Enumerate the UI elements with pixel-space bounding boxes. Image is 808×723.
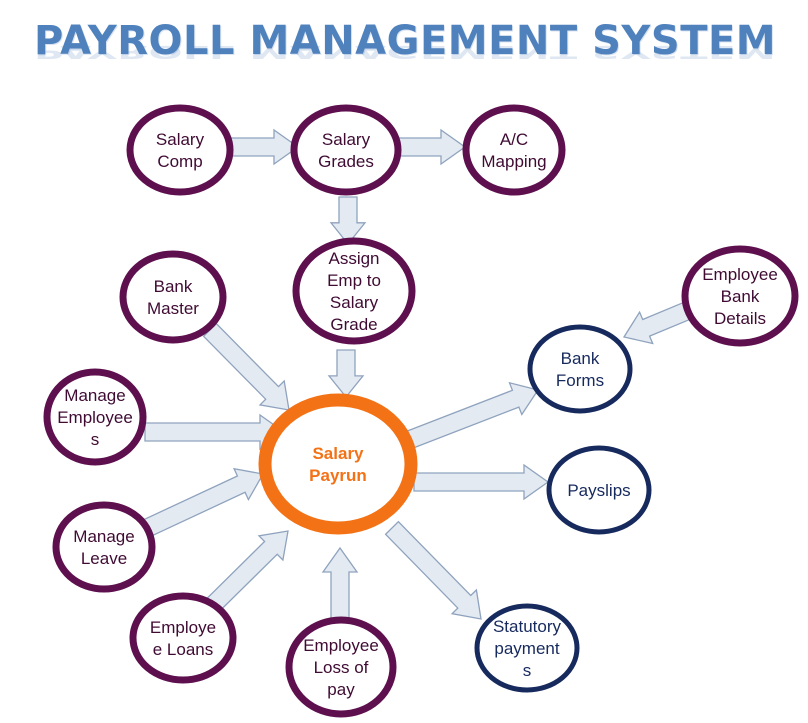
arrow-salary-grades-to-assign-emp bbox=[329, 196, 367, 246]
node-employee-loans: Employe e Loans bbox=[129, 592, 237, 684]
node-label-salary-payrun-line-0: Salary bbox=[312, 444, 364, 463]
node-payslips: Payslips bbox=[546, 445, 652, 535]
arrow-salary-payrun-to-statutory-payments bbox=[384, 520, 482, 620]
arrow-manage-leave-to-salary-payrun bbox=[138, 467, 265, 540]
node-ring-statutory-payments bbox=[474, 603, 580, 693]
node-label-bank-master-line-1: Master bbox=[147, 299, 199, 318]
node-ring-assign-emp bbox=[292, 237, 416, 345]
node-label-employee-loans-line-0: Employe bbox=[150, 618, 216, 637]
node-label-ac-mapping-line-1: Mapping bbox=[481, 152, 546, 171]
node-label-manage-employees-line-1: Employee bbox=[57, 408, 133, 427]
node-label-assign-emp-line-0: Assign bbox=[328, 249, 379, 268]
arrow-salary-grades-to-ac-mapping bbox=[397, 128, 467, 166]
node-label-employee-bank-details-line-0: Employee bbox=[702, 265, 778, 284]
node-label-bank-forms-line-1: Forms bbox=[556, 371, 604, 390]
node-label-assign-emp-line-3: Grade bbox=[330, 315, 377, 334]
node-label-statutory-payments-line-2: s bbox=[523, 661, 532, 680]
node-label-employee-loss-of-pay-line-2: pay bbox=[327, 680, 355, 699]
node-ring-manage-leave bbox=[52, 501, 156, 593]
arrow-manage-employees-to-salary-payrun bbox=[144, 413, 286, 451]
node-ring-salary-payrun bbox=[258, 393, 418, 535]
node-label-manage-employees-line-0: Manage bbox=[64, 386, 125, 405]
arrow-bank-master-to-salary-payrun bbox=[202, 322, 290, 411]
arrow-employee-bank-details-to-bank-forms bbox=[622, 300, 694, 345]
arrow-assign-emp-to-salary-payrun bbox=[327, 349, 365, 399]
arrow-salary-payrun-to-payslips bbox=[413, 463, 550, 501]
node-label-statutory-payments-line-1: payment bbox=[494, 639, 559, 658]
node-ring-employee-loans bbox=[129, 592, 237, 684]
node-statutory-payments: Statutory payment s bbox=[474, 603, 580, 693]
node-label-employee-bank-details-line-1: Bank bbox=[721, 287, 760, 306]
node-label-payslips-line-0: Payslips bbox=[567, 481, 630, 500]
arrow-salary-payrun-to-bank-forms bbox=[404, 381, 540, 450]
node-label-bank-master-line-0: Bank bbox=[154, 277, 193, 296]
node-layer: SalaryCompSalaryGradesA/CMappingAssignEm… bbox=[43, 104, 799, 718]
node-label-ac-mapping-line-0: A/C bbox=[500, 130, 528, 149]
node-label-manage-leave-line-0: Manage bbox=[73, 527, 134, 546]
node-label-manage-employees-line-2: s bbox=[91, 430, 100, 449]
node-ring-employee-loss-of-pay bbox=[285, 616, 397, 718]
node-ring-bank-master bbox=[119, 250, 227, 344]
arrow-salary-comp-to-salary-grades bbox=[230, 128, 300, 166]
node-label-salary-grades-line-0: Salary bbox=[322, 130, 371, 149]
node-label-assign-emp-line-1: Emp to bbox=[327, 271, 381, 290]
arrow-employee-loss-of-pay-to-salary-payrun bbox=[321, 546, 359, 621]
node-label-salary-comp-line-1: Comp bbox=[157, 152, 202, 171]
node-label-salary-payrun-line-1: Payrun bbox=[309, 466, 367, 485]
node-ring-bank-forms bbox=[527, 324, 633, 414]
node-ring-salary-grades bbox=[290, 104, 402, 196]
node-label-manage-leave-line-1: Leave bbox=[81, 549, 127, 568]
node-label-salary-comp-line-0: Salary bbox=[156, 130, 205, 149]
diagram-title: PAYROLL MANAGEMENT SYSTEM bbox=[34, 18, 777, 64]
node-label-statutory-payments-line-0: Statutory bbox=[493, 617, 562, 636]
node-label-employee-bank-details-line-2: Details bbox=[714, 309, 766, 328]
node-label-assign-emp-line-2: Salary bbox=[330, 293, 379, 312]
node-label-employee-loss-of-pay-line-1: Loss of bbox=[314, 658, 369, 677]
arrow-employee-loans-to-salary-payrun bbox=[202, 530, 289, 616]
node-label-salary-grades-line-1: Grades bbox=[318, 152, 374, 171]
node-ring-employee-bank-details bbox=[681, 245, 799, 347]
node-ring-manage-employees bbox=[43, 368, 147, 466]
arrow-layer bbox=[138, 128, 694, 621]
node-ac-mapping: A/C Mapping bbox=[462, 104, 566, 196]
node-label-employee-loss-of-pay-line-0: Employee bbox=[303, 636, 379, 655]
node-label-bank-forms-line-0: Bank bbox=[561, 349, 600, 368]
node-ring-payslips bbox=[546, 445, 652, 535]
node-label-employee-loans-line-1: e Loans bbox=[153, 640, 214, 659]
node-ring-salary-comp bbox=[126, 104, 234, 196]
node-ring-ac-mapping bbox=[462, 104, 566, 196]
